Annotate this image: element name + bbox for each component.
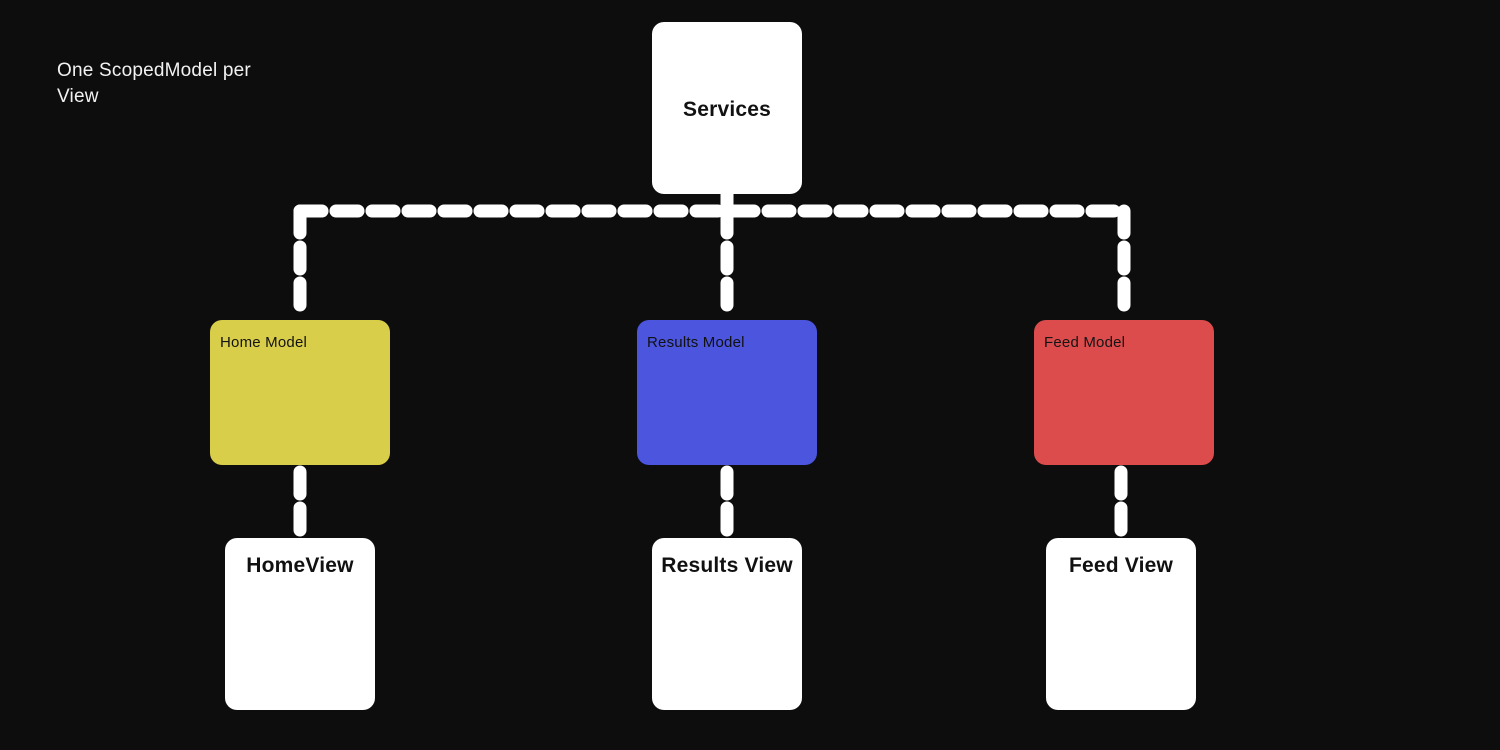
node-services-label: Services [682,98,771,121]
node-services[interactable]: Services [652,22,802,194]
node-results-model-label: Results Model [647,334,745,351]
node-results-view[interactable]: Results View [652,538,802,710]
node-home-model[interactable]: Home Model [210,320,390,465]
node-results-view-label: Results View [661,554,793,577]
node-feed-view[interactable]: Feed View [1046,538,1196,710]
node-feed-model-label: Feed Model [1044,334,1126,351]
node-home-model-label: Home Model [220,334,308,351]
diagram-caption: One ScopedModel per View [57,60,251,107]
node-home-view-label: HomeView [246,554,354,577]
node-home-view[interactable]: HomeView [225,538,375,710]
node-feed-view-label: Feed View [1068,554,1174,577]
node-results-model[interactable]: Results Model [637,320,817,465]
node-feed-model[interactable]: Feed Model [1034,320,1214,465]
